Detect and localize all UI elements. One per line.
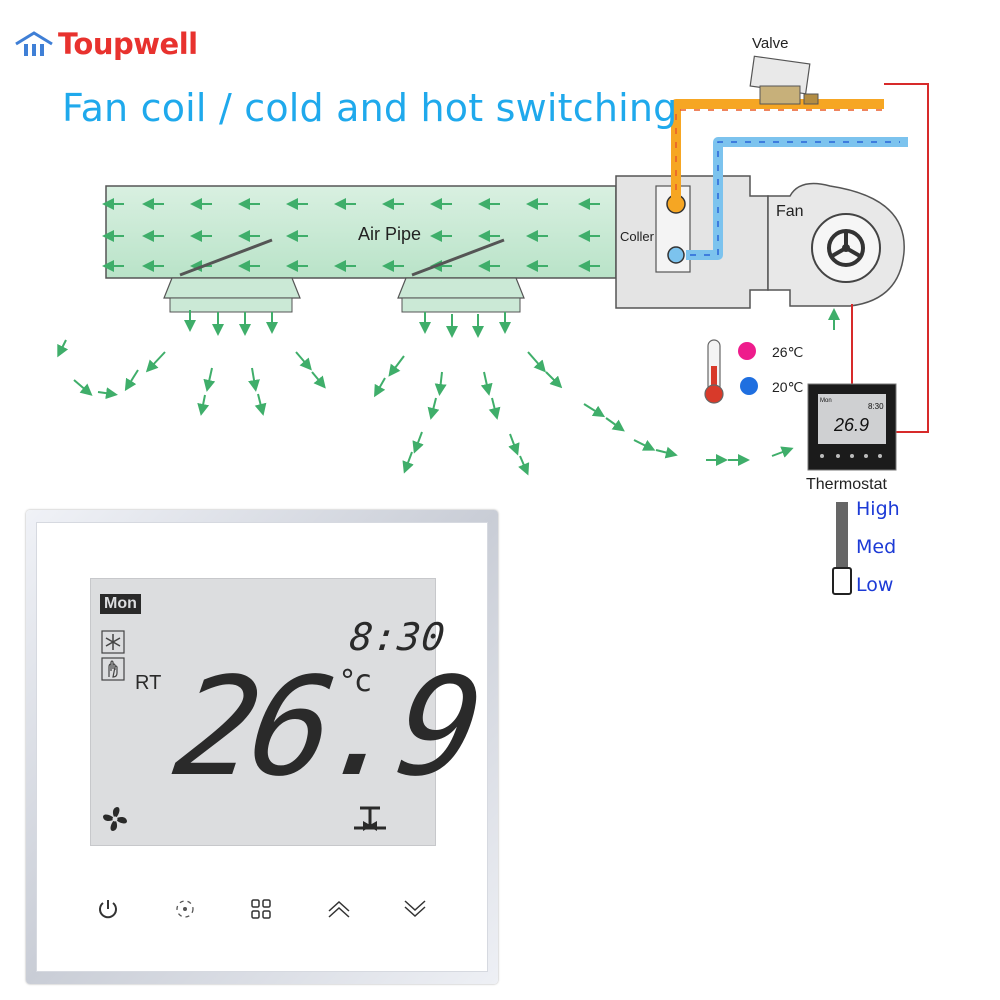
coil-label: Coller: [620, 229, 655, 244]
air-pipe-label: Air Pipe: [358, 224, 421, 244]
thermostat-label: Thermostat: [806, 476, 887, 493]
svg-text:26.9: 26.9: [833, 415, 869, 435]
snowflake-icon: [101, 630, 125, 654]
hot-setpoint-label: 26℃: [772, 344, 803, 360]
lcd-display: [90, 578, 436, 846]
thermostat-wiring: [851, 83, 929, 433]
fan-speed-high: High: [856, 498, 900, 520]
mode-button[interactable]: [168, 892, 202, 926]
fan-speed-switch: [832, 502, 852, 595]
down-icon: [404, 900, 426, 918]
diffuser-down-arrows: [184, 310, 511, 338]
room-temp-label: RT: [135, 672, 162, 694]
headline: Fan coil / cold and hot switching: [62, 86, 678, 130]
valve-icon: Valve: [749, 35, 819, 105]
house-logo-icon: [15, 31, 53, 56]
menu-button[interactable]: [244, 892, 278, 926]
svg-text:8:30: 8:30: [868, 402, 884, 411]
mini-thermostat: Mon 8:30 26.9 Thermostat: [806, 383, 897, 493]
cold-setpoint-label: 20℃: [772, 379, 803, 395]
up-icon: [328, 900, 350, 918]
up-button[interactable]: [322, 892, 356, 926]
thermometer-icon: [704, 339, 724, 404]
svg-text:Mon: Mon: [820, 398, 832, 404]
coil-unit: Coller: [615, 175, 769, 309]
mode-icon: [176, 900, 194, 918]
temperature-unit: °c: [340, 664, 372, 699]
fan-speed-low: Low: [856, 574, 894, 596]
valve-status-icon: [352, 804, 388, 834]
menu-icon: [251, 899, 271, 919]
power-button[interactable]: [91, 892, 125, 926]
day-indicator: Mon: [100, 594, 141, 614]
cold-setpoint-dot: [740, 377, 758, 395]
fan-label: Fan: [776, 203, 804, 220]
fan-unit: Fan: [767, 182, 905, 307]
cold-water-pipe: [686, 137, 908, 260]
brand-name: Toupwell: [58, 27, 198, 61]
diffuser-right: [397, 238, 525, 313]
brand-logo: Toupwell: [14, 26, 198, 62]
fan-icon: [100, 804, 130, 834]
hand-icon: [101, 657, 125, 681]
down-button[interactable]: [398, 892, 432, 926]
power-icon: [99, 900, 117, 919]
room-airflow-arrows: [57, 282, 840, 476]
temperature-readout: 26.9: [166, 649, 485, 807]
valve-label: Valve: [752, 35, 788, 52]
diffuser-left: [163, 238, 301, 313]
hot-setpoint-dot: [738, 342, 756, 360]
duct-airflow-arrows: [102, 198, 600, 272]
fan-speed-med: Med: [856, 536, 897, 558]
